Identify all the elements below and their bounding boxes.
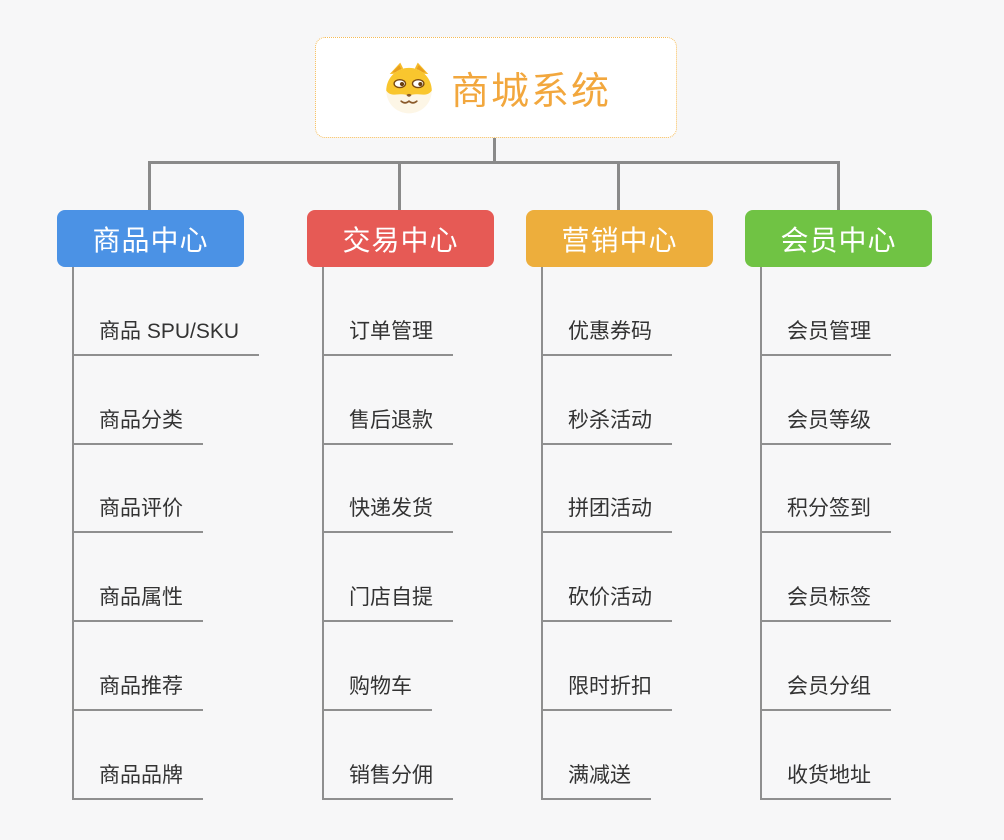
branch-column-products: 商品中心 商品 SPU/SKU 商品分类 商品评价 商品属性 商品推荐 商品品牌 [57, 210, 260, 800]
branch-node-marketing[interactable]: 营销中心 [526, 210, 713, 267]
leaf-node[interactable]: 售后退款 [322, 404, 453, 445]
leaf-node[interactable]: 会员分组 [760, 670, 891, 712]
branch-children-products: 商品 SPU/SKU 商品分类 商品评价 商品属性 商品推荐 商品品牌 [72, 267, 260, 800]
branch-children-members: 会员管理 会员等级 积分签到 会员标签 会员分组 收货地址 [760, 267, 945, 800]
branch-column-members: 会员中心 会员管理 会员等级 积分签到 会员标签 会员分组 收货地址 [745, 210, 945, 800]
connector-drop-members [837, 161, 840, 210]
leaf-node[interactable]: 订单管理 [322, 315, 453, 356]
connector-drop-trade [398, 161, 401, 210]
leaf-node[interactable]: 优惠券码 [541, 315, 672, 356]
connector-drop-products [148, 161, 151, 210]
connector-root-stem [493, 138, 496, 163]
leaf-node[interactable]: 门店自提 [322, 581, 453, 623]
leaf-node[interactable]: 限时折扣 [541, 670, 672, 712]
leaf-node[interactable]: 满减送 [541, 759, 651, 800]
leaf-node[interactable]: 商品 SPU/SKU [72, 315, 260, 356]
leaf-node[interactable]: 砍价活动 [541, 581, 672, 623]
branch-children-trade: 订单管理 售后退款 快递发货 门店自提 购物车 销售分佣 [322, 267, 507, 800]
leaf-node[interactable]: 会员管理 [760, 315, 891, 356]
branch-node-members[interactable]: 会员中心 [745, 210, 932, 267]
leaf-node[interactable]: 商品属性 [72, 581, 203, 623]
leaf-node[interactable]: 会员等级 [760, 404, 891, 445]
leaf-node[interactable]: 快递发货 [322, 492, 453, 534]
branch-column-trade: 交易中心 订单管理 售后退款 快递发货 门店自提 购物车 销售分佣 [307, 210, 507, 800]
shiba-dog-icon [386, 62, 432, 113]
leaf-node[interactable]: 购物车 [322, 670, 432, 712]
leaf-node[interactable]: 收货地址 [760, 759, 891, 800]
branch-node-trade[interactable]: 交易中心 [307, 210, 494, 267]
connector-horizontal-bar [149, 161, 840, 164]
leaf-node[interactable]: 商品评价 [72, 492, 203, 534]
leaf-node[interactable]: 商品分类 [72, 404, 203, 445]
leaf-node[interactable]: 秒杀活动 [541, 404, 672, 445]
leaf-node[interactable]: 商品品牌 [72, 759, 203, 800]
root-node-title: 商城系统 [450, 71, 611, 113]
leaf-node[interactable]: 销售分佣 [322, 759, 453, 800]
leaf-node[interactable]: 积分签到 [760, 492, 891, 534]
branch-column-marketing: 营销中心 优惠券码 秒杀活动 拼团活动 砍价活动 限时折扣 满减送 [526, 210, 726, 800]
leaf-node[interactable]: 会员标签 [760, 581, 891, 623]
root-node-mall-system[interactable]: 商城系统 [315, 37, 677, 138]
leaf-node[interactable]: 拼团活动 [541, 492, 672, 534]
branch-children-marketing: 优惠券码 秒杀活动 拼团活动 砍价活动 限时折扣 满减送 [541, 267, 726, 800]
branch-node-products[interactable]: 商品中心 [57, 210, 244, 267]
connector-drop-marketing [617, 161, 620, 210]
leaf-node[interactable]: 商品推荐 [72, 670, 203, 712]
